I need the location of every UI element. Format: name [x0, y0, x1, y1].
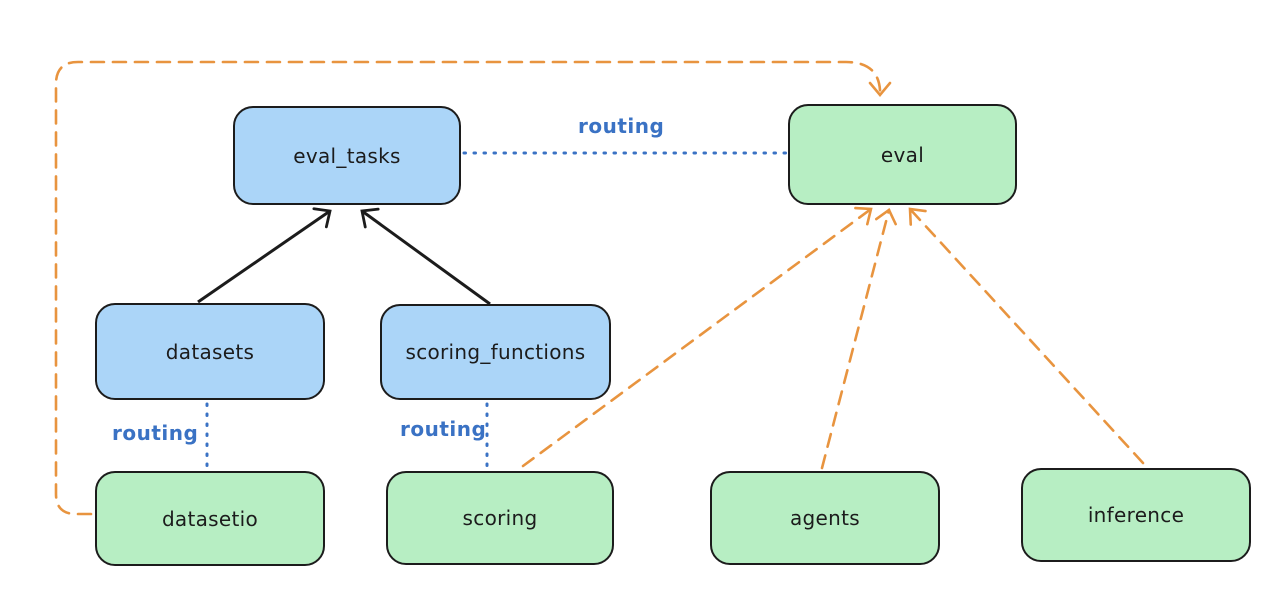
node-datasets: datasets [95, 303, 325, 400]
node-eval-tasks-label: eval_tasks [293, 143, 401, 168]
node-agents: agents [710, 471, 940, 565]
node-inference-label: inference [1087, 503, 1185, 527]
edge-inference-to-eval [908, 207, 1145, 465]
edge-scoring-to-eval [521, 206, 873, 468]
edge-datasets-to-eval-tasks [197, 207, 332, 304]
edge-label-routing-datasets-datasetio: routing [112, 421, 199, 445]
node-inference: inference [1021, 468, 1251, 562]
node-datasetio-label: datasetio [161, 506, 259, 531]
node-datasetio: datasetio [95, 471, 325, 566]
node-eval-label: eval [880, 142, 925, 167]
node-scoring-functions: scoring_functions [380, 304, 611, 400]
node-scoring-functions-label: scoring_functions [405, 340, 586, 364]
node-eval: eval [788, 104, 1017, 205]
node-scoring-label: scoring [462, 506, 538, 530]
node-eval-tasks: eval_tasks [233, 106, 461, 205]
node-scoring: scoring [386, 471, 614, 565]
node-agents-label: agents [790, 506, 860, 530]
edge-label-routing-scoring-functions-scoring: routing [400, 417, 487, 441]
node-datasets-label: datasets [165, 339, 255, 364]
edge-label-routing-eval-tasks-eval: routing [578, 114, 665, 138]
edge-datasetio-to-eval [54, 60, 892, 516]
edge-scoring-functions-to-eval-tasks [360, 207, 491, 306]
edge-agents-to-eval [820, 208, 897, 470]
